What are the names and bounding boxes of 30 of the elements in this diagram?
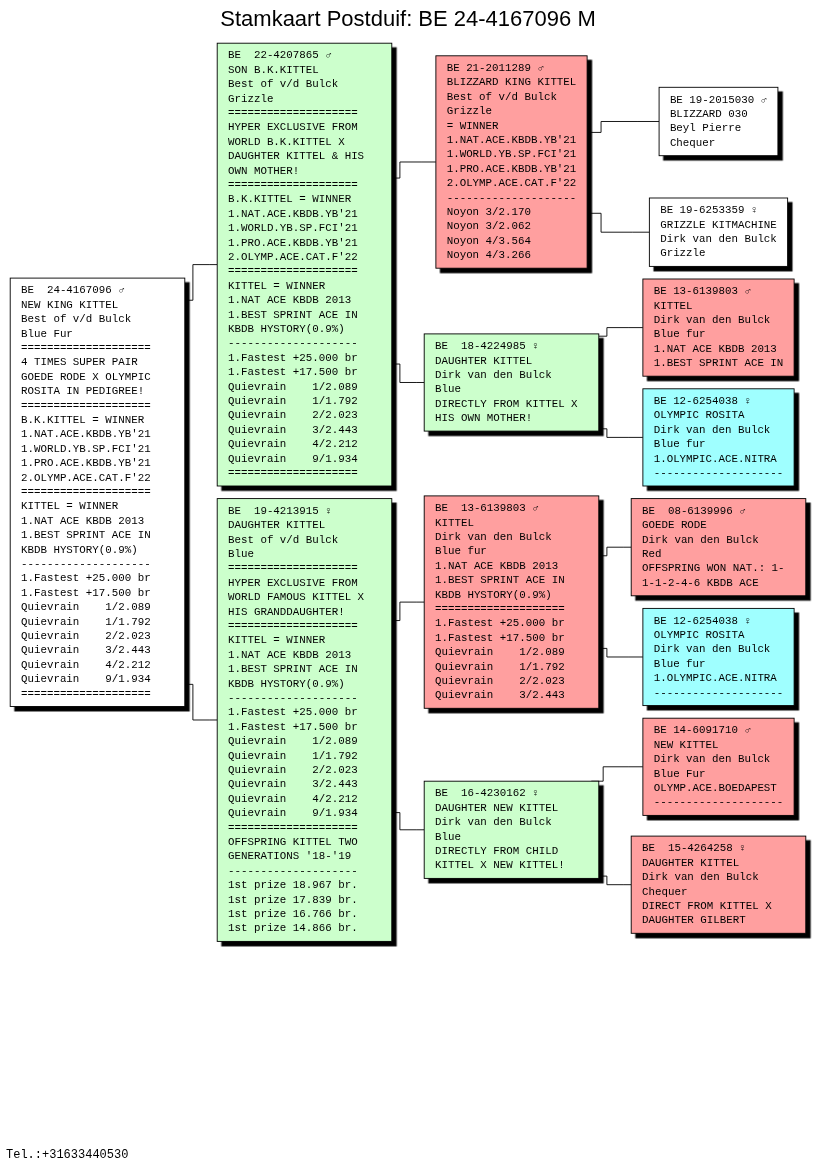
connector (586, 212, 650, 233)
node-box: BE 21-2011289 ♂ BLIZZARD KING KITTEL Best of v/d Bulck Grizzle = WINNER 1.NAT.ACE.KBDB.YB'21 1.WORLD.YB.SP.FCI'21 1.PRO.ACE.KBDB.YB'21 2.OLYMP.ACE.CAT.F'22 -------------------- Noyon 3/2.170 Noyon 3/2.062 Noyon 4/3.564 Noyon 4/3.266 (435, 55, 588, 269)
node-box: BE 13-6139803 ♂ KITTEL Dirk van den Bulck Blue fur 1.NAT ACE KBDB 2013 1.BEST SPRINT ACE IN (642, 278, 795, 377)
connector (391, 161, 437, 179)
connector (184, 683, 218, 721)
connector (598, 546, 632, 557)
node-box: BE 19-4213915 ♀ DAUGHTER KITTEL Best of v/d Bulck Blue ==================== HYPER EXCLUSIVE FROM WORLD FAMOUS KITTEL X HIS GRANDDAUGHTER! ==================== KITTEL = WINNER 1.NAT ACE KBDB 2013 1.BEST SPRINT ACE IN KBDB HYSTORY(0.9%) -------------------- 1.Fastest +25.000 br 1.Fastest +17.500 br Quievrain 1/2.089 Quievrain 1/1.792 Quievrain 2/2.023 Quievrain 3/2.443 Quievrain 4/2.212 Quievrain 9/1.934 ==================== OFFSPRING KITTEL TWO GENERATIONS '18-'19 -------------------- 1st prize 18.967 br. 1st prize 17.839 br. 1st prize 16.766 br. 1st prize 14.866 br. (216, 498, 393, 942)
node-box: BE 24-4167096 ♂ NEW KING KITTEL Best of v/d Bulck Blue Fur ==================== 4 TIMES SUPER PAIR GOEDE RODE X OLYMPIC ROSITA IN PEDIGREE! ==================== B.K.KITTEL = WINNER 1.NAT.ACE.KBDB.YB'21 1.WORLD.YB.SP.FCI'21 1.PRO.ACE.KBDB.YB'21 2.OLYMP.ACE.CAT.F'22 ==================== KITTEL = WINNER 1.NAT ACE KBDB 2013 1.BEST SPRINT ACE IN KBDB HYSTORY(0.9%) -------------------- 1.Fastest +25.000 br 1.Fastest +17.500 br Quievrain 1/2.089 Quievrain 1/1.792 Quievrain 2/2.023 Quievrain 3/2.443 Quievrain 4/2.212 Quievrain 9/1.934 ==================== (9, 277, 186, 707)
node-box: BE 14-6091710 ♂ NEW KITTEL Dirk van den Bulck Blue Fur OLYMP.ACE.BOEDAPEST -------------------- (642, 717, 795, 816)
node-box: BE 13-6139803 ♂ KITTEL Dirk van den Bulck Blue fur 1.NAT ACE KBDB 2013 1.BEST SPRINT ACE IN KBDB HYSTORY(0.9%) ==================== 1.Fastest +25.000 br 1.Fastest +17.500 br Quievrain 1/2.089 Quievrain 1/1.792 Quievrain 2/2.023 Quievrain 3/2.443 (423, 495, 600, 709)
connector (598, 875, 632, 886)
node-box: BE 19-6253359 ♀ GRIZZLE KITMACHINE Dirk van den Bulck Grizzle (648, 197, 789, 267)
connector (598, 647, 644, 658)
connector (184, 264, 218, 301)
title: Stamkaart Postduif: BE 24-4167096 M (219, 5, 597, 33)
node-box: BE 15-4264258 ♀ DAUGHTER KITTEL Dirk van den Bulck Chequer DIRECT FROM KITTEL X DAUGHTER GILBERT (630, 835, 807, 934)
connector (391, 363, 425, 383)
node-box: BE 18-4224985 ♀ DAUGHTER KITTEL Dirk van den Bulck Blue DIRECTLY FROM KITTEL X HIS OWN MOTHER! (423, 333, 600, 432)
node-box: BE 12-6254038 ♀ OLYMPIC ROSITA Dirk van den Bulck Blue fur 1.OLYMPIC.ACE.NITRA -------------------- (642, 388, 795, 487)
node-box: BE 12-6254038 ♀ OLYMPIC ROSITA Dirk van den Bulck Blue fur 1.OLYMPIC.ACE.NITRA -------------------- (642, 607, 795, 707)
connector (598, 428, 644, 438)
node-box: BE 19-2015030 ♂ BLIZZARD 030 Beyl Pierre Chequer (658, 86, 779, 157)
node-box: BE 16-4230162 ♀ DAUGHTER NEW KITTEL Dirk van den Bulck Blue DIRECTLY FROM CHILD KITTEL X NEW KITTEL! (423, 780, 600, 879)
node-box: BE 22-4207865 ♂ SON B.K.KITTEL Best of v/d Bulck Grizzle ==================== HYPER EXCLUSIVE FROM WORLD B.K.KITTEL X DAUGHTER KITTEL & HIS OWN MOTHER! ==================== B.K.KITTEL = WINNER 1.NAT.ACE.KBDB.YB'21 1.WORLD.YB.SP.FCI'21 1.PRO.ACE.KBDB.YB'21 2.OLYMP.ACE.CAT.F'22 ==================== KITTEL = WINNER 1.NAT ACE KBDB 2013 1.BEST SPRINT ACE IN KBDB HYSTORY(0.9%) -------------------- 1.Fastest +25.000 br 1.Fastest +17.500 br Quievrain 1/2.089 Quievrain 1/1.792 Quievrain 2/2.023 Quievrain 3/2.443 Quievrain 4/2.212 Quievrain 9/1.934 ==================== (216, 42, 393, 487)
connector (598, 327, 644, 337)
connector (586, 121, 660, 133)
contact-text: Tel.:+31633440530 (6, 1148, 129, 1162)
connector (391, 812, 425, 831)
connector (391, 601, 425, 621)
node-box: BE 08-6139996 ♂ GOEDE RODE Dirk van den Bulck Red OFFSPRING WON NAT.: 1-1-1-2-4-6 KBDB ACE (630, 498, 807, 597)
